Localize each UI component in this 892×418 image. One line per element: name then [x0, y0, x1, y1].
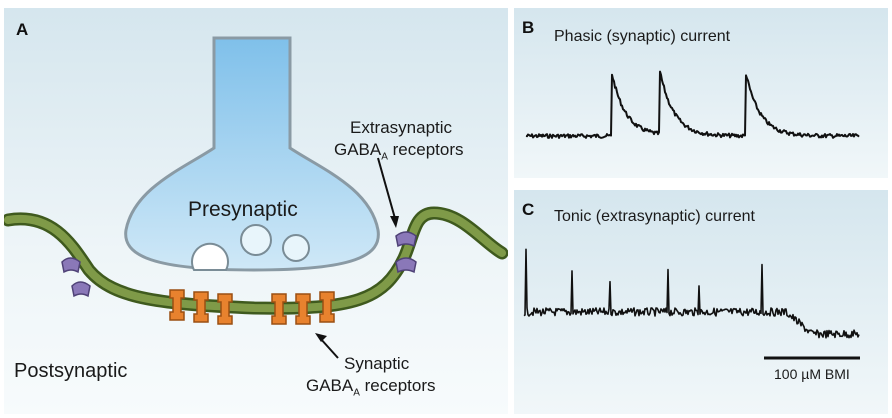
synaptic-label-line1: Synaptic [344, 354, 410, 373]
postsynaptic-label: Postsynaptic [14, 360, 128, 382]
extrasynaptic-receptor-right [395, 231, 417, 274]
vesicle [282, 234, 310, 262]
synaptic-label-line2: GABAA receptors [306, 376, 436, 399]
fusing-vesicle [191, 242, 229, 271]
presynaptic-label: Presynaptic [188, 198, 298, 221]
extrasynaptic-arrow [377, 157, 397, 223]
tonic-title: Tonic (extrasynaptic) current [554, 208, 755, 225]
extrasynaptic-receptor-left [61, 257, 91, 298]
phasic-trace-plot [525, 70, 860, 139]
bmi-scale-label: 100 µM BMI [774, 366, 850, 382]
synaptic-receptors [169, 289, 335, 325]
phasic-title: Phasic (synaptic) current [554, 28, 731, 45]
extrasynaptic-label-line1: Extrasynaptic [350, 118, 453, 137]
panel-a-synapse-diagram: A [4, 8, 508, 414]
panel-b-label: B [522, 18, 535, 37]
extrasynaptic-label-line2: GABAA receptors [334, 140, 464, 163]
tonic-current-trace [523, 248, 860, 339]
vesicle [240, 224, 272, 256]
panel-a-label: A [16, 20, 29, 39]
synapse-illustration [4, 36, 508, 359]
panel-c-label: C [522, 200, 535, 219]
panel-c-tonic-trace: C Tonic (extrasynaptic) current 100 µM B… [514, 190, 888, 414]
phasic-current-trace [525, 70, 860, 139]
presynaptic-terminal [124, 36, 380, 272]
tonic-trace-plot [523, 248, 860, 360]
panel-b-phasic-trace: B Phasic (synaptic) current [514, 8, 888, 178]
synaptic-arrow [319, 337, 339, 359]
